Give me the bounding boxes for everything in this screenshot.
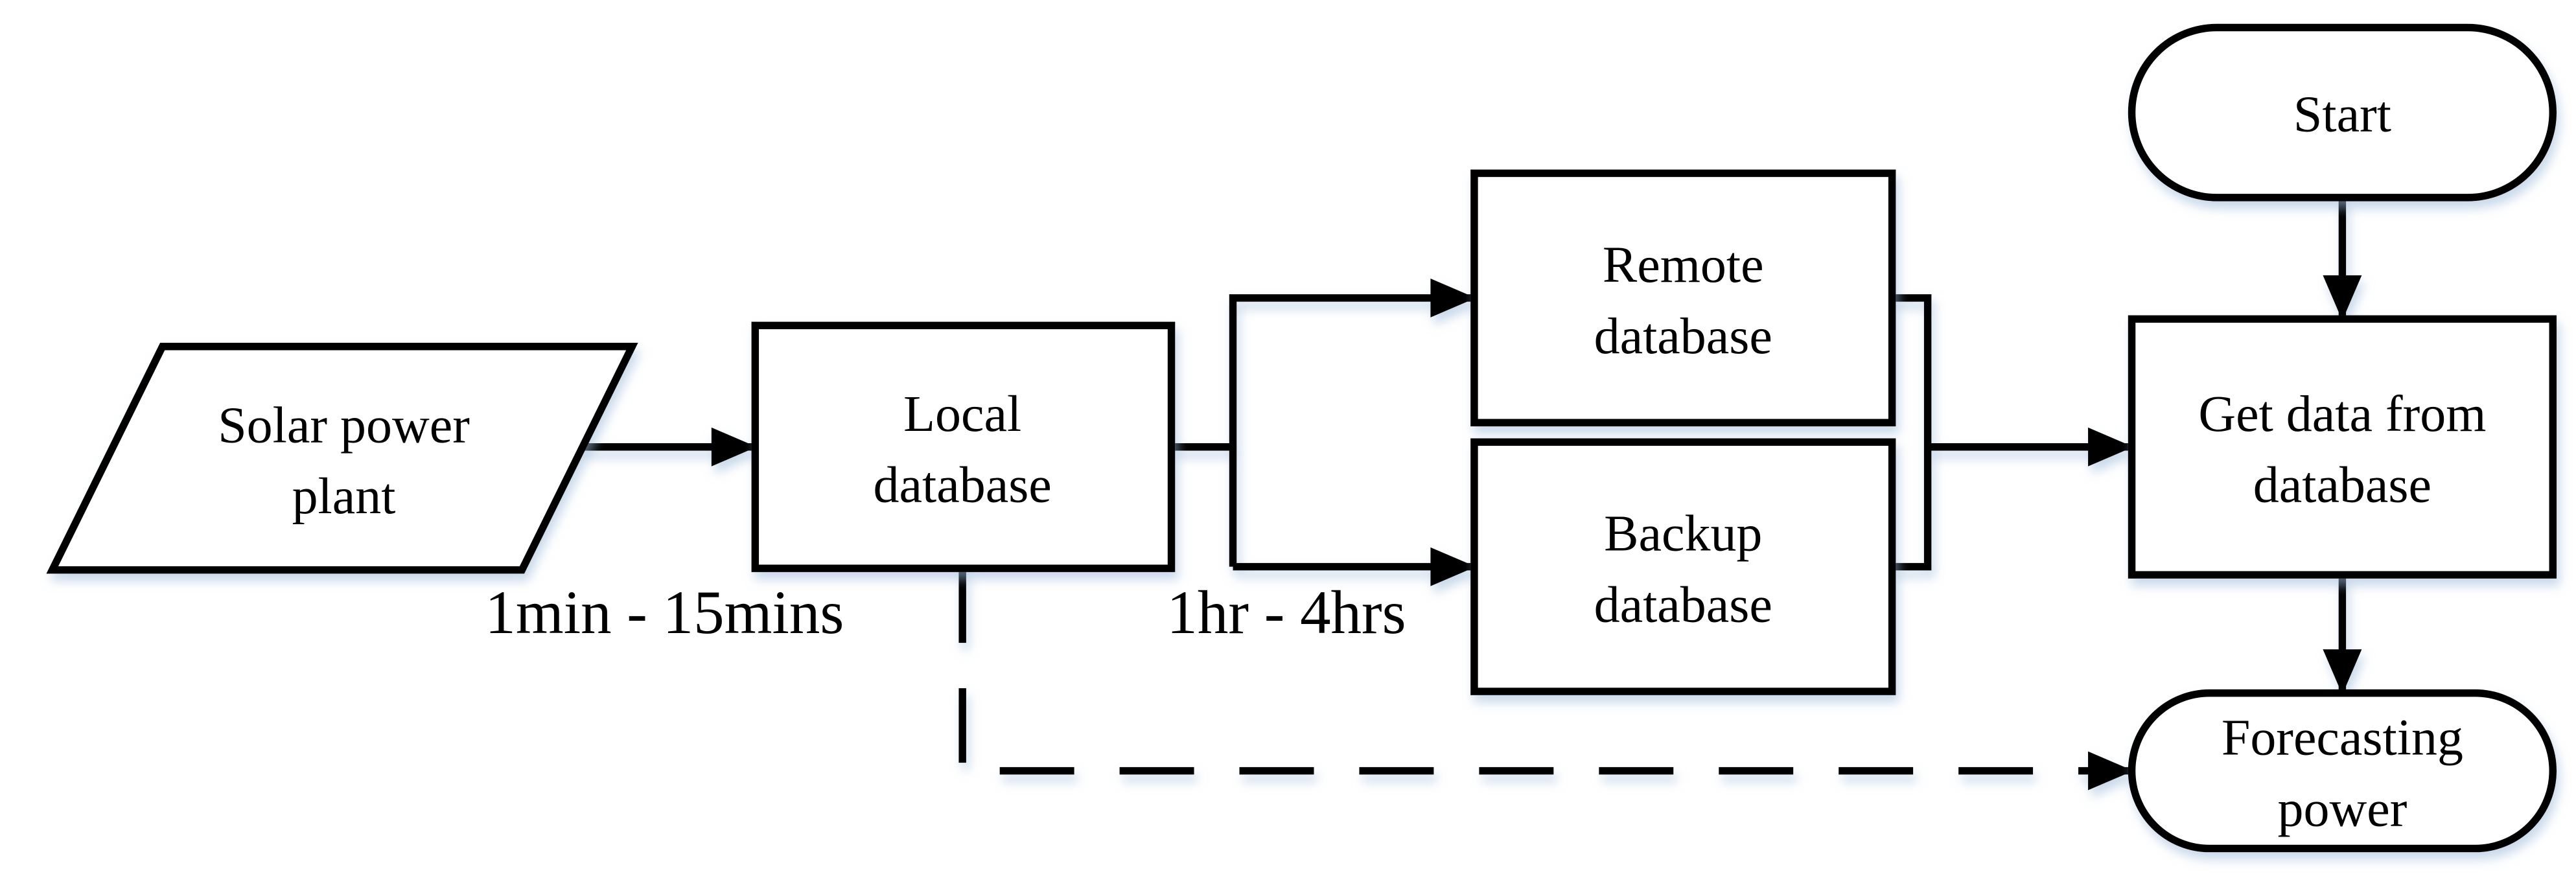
remote-database-shape <box>1470 169 1896 427</box>
edge-local-to-forecasting-dashed <box>958 568 2134 791</box>
edge-label-solar-to-local-interval: 1min - 15mins <box>485 578 844 647</box>
local-database-shape <box>751 321 1176 572</box>
remote-database-label-line1: Remote <box>1603 237 1764 294</box>
local-database-label-line2: database <box>874 457 1052 514</box>
get-data-label-line2: database <box>2253 457 2431 514</box>
solar-plant-shape <box>46 343 638 574</box>
get-data-label-line1: Get data from <box>2198 386 2486 443</box>
solar-plant-label-line2: plant <box>292 468 396 525</box>
remote-database-label-line2: database <box>1594 308 1772 365</box>
edge-junction-to-remote <box>1229 278 1476 567</box>
edges-layer <box>580 197 2362 791</box>
get-data-shape <box>2128 315 2557 579</box>
labels-layer: Solar power plant Local database Remote … <box>218 86 2486 837</box>
local-database-label-line1: Local <box>903 386 1021 443</box>
start-label: Start <box>2293 86 2391 143</box>
edge-remote-backup-bracket <box>1892 294 1932 571</box>
forecasting-power-label-line1: Forecasting <box>2222 710 2463 767</box>
solar-plant-label-line1: Solar power <box>218 397 470 454</box>
forecasting-power-label-line2: power <box>2277 781 2407 838</box>
backup-database-shape <box>1470 438 1896 695</box>
backup-database-label-line1: Backup <box>1604 505 1762 562</box>
backup-database-label-line2: database <box>1594 577 1772 634</box>
shapes-layer <box>46 23 2557 853</box>
start-shape <box>2128 23 2557 202</box>
forecasting-power-shape <box>2128 689 2557 853</box>
edge-label-local-to-databases-interval: 1hr - 4hrs <box>1166 578 1406 647</box>
